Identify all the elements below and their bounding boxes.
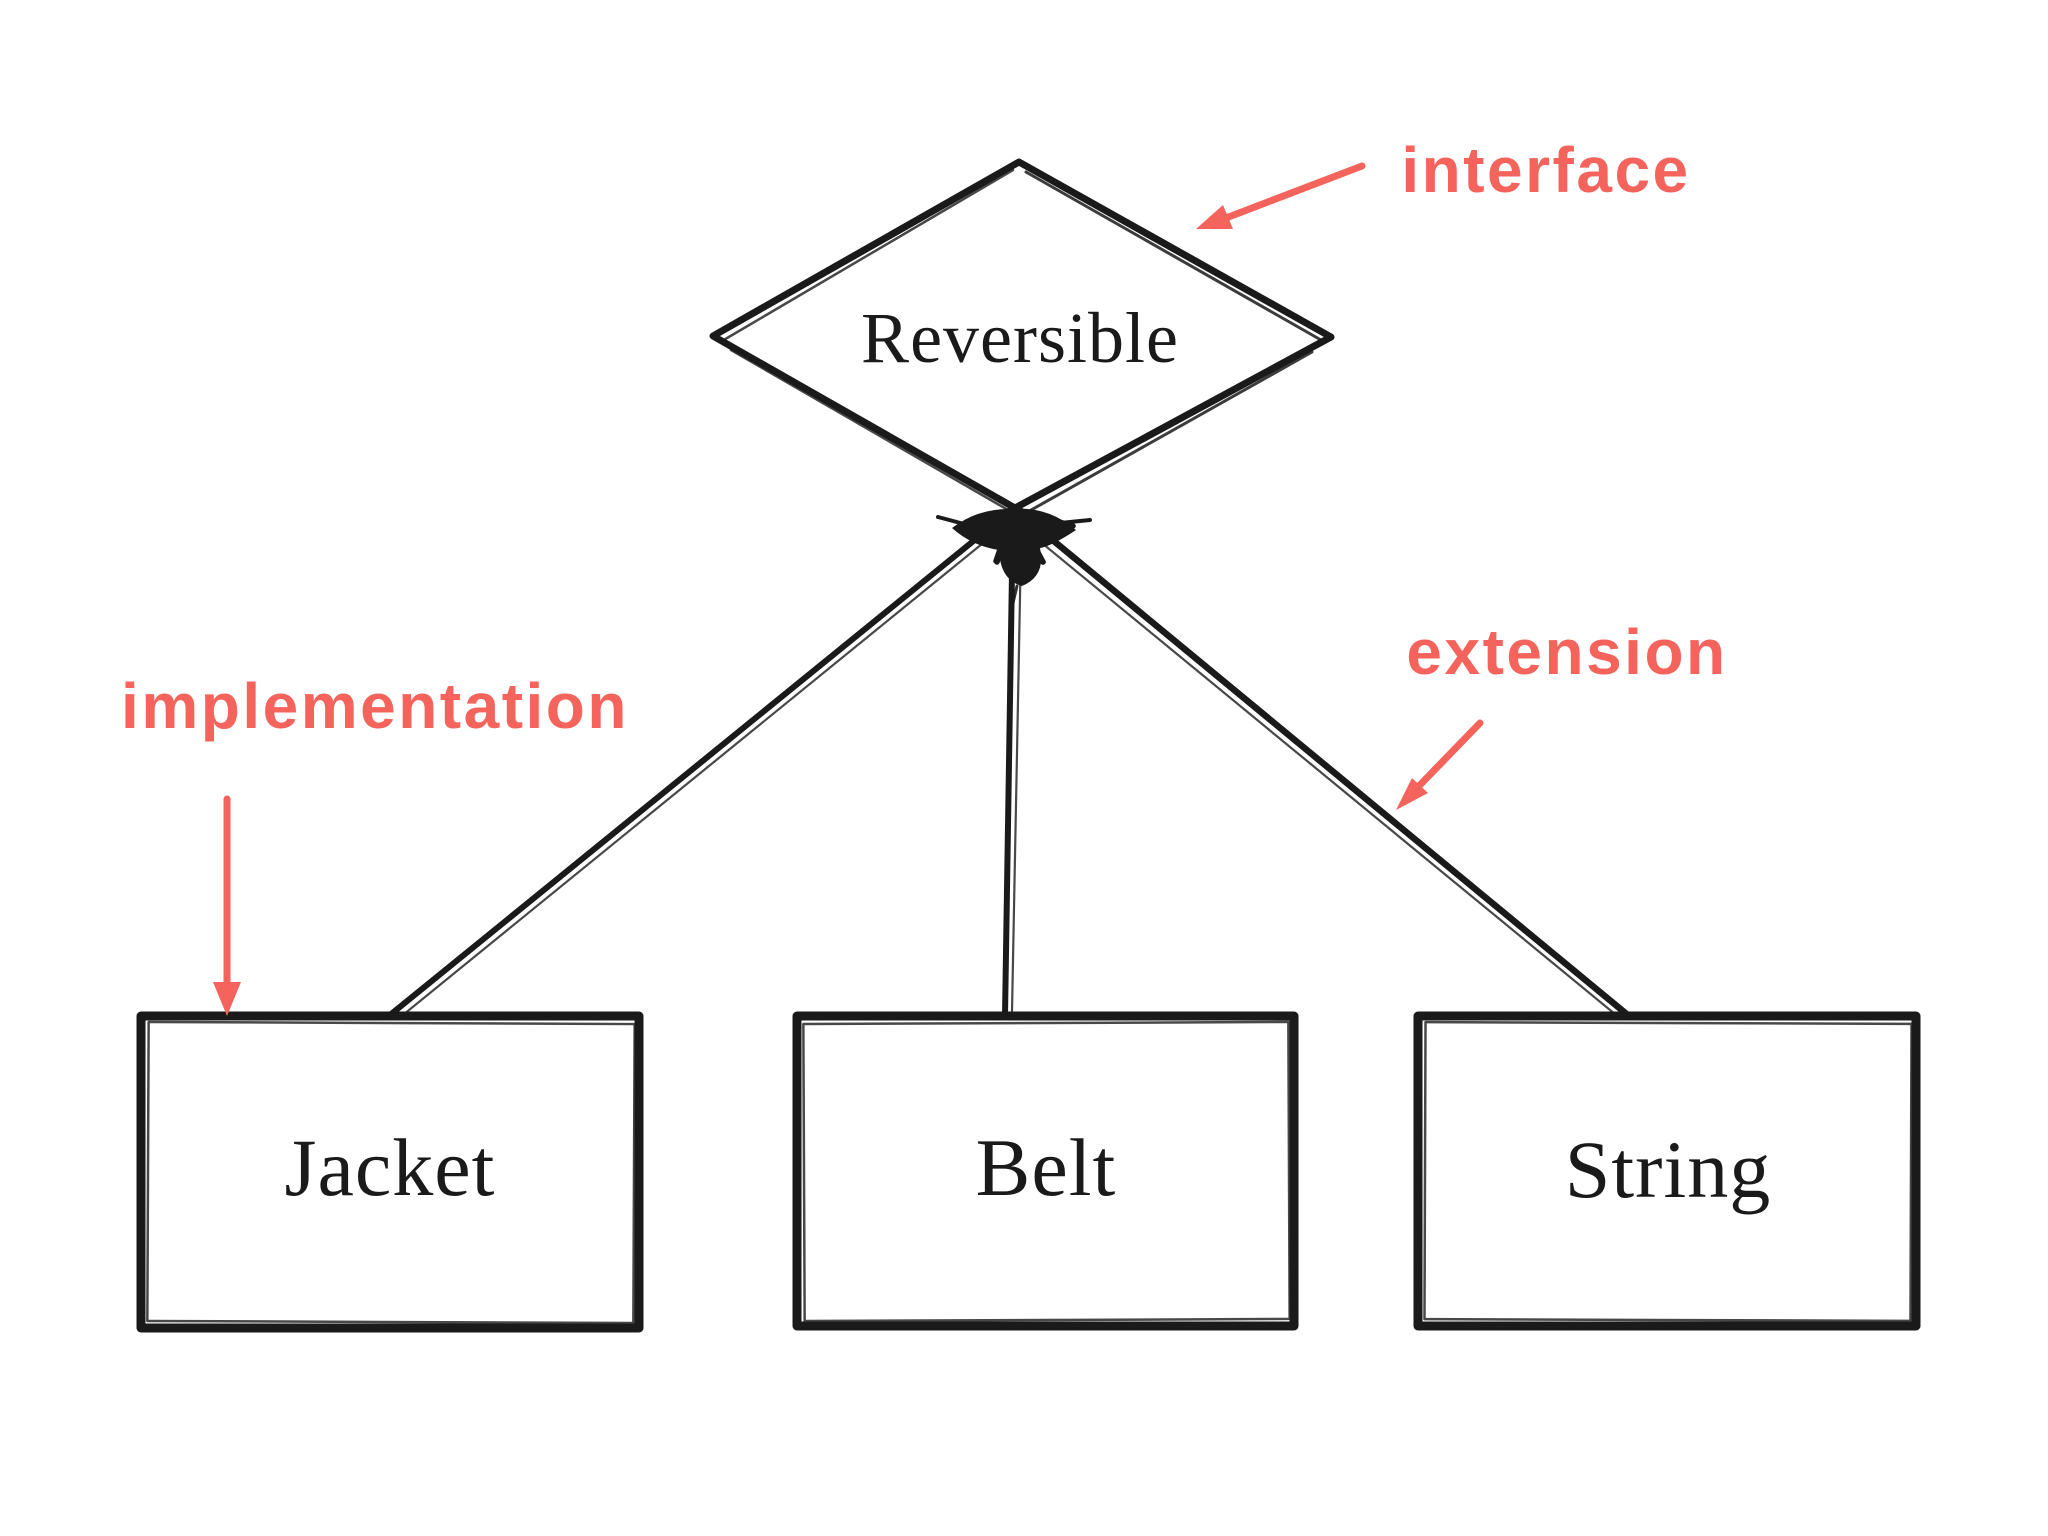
jacket-node-label: Jacket	[284, 1122, 496, 1213]
belt-node-label: Belt	[975, 1122, 1117, 1213]
connector-jacket-sketch	[396, 511, 1022, 1021]
connector-belt	[1002, 506, 1023, 1019]
string-node-label: String	[1564, 1124, 1772, 1215]
connector-jacket	[387, 505, 1022, 1021]
belt-box	[792, 1011, 1299, 1331]
interface-annotation-label: interface	[1401, 134, 1691, 206]
implementation-arrowhead-icon	[213, 982, 241, 1016]
connector-string-line	[1011, 505, 1633, 1020]
arrowhead-scribble-tail	[1011, 584, 1019, 605]
implementation-arrow	[213, 795, 241, 1016]
interface-arrowhead-icon	[1196, 205, 1233, 229]
extension-arrow	[1396, 719, 1484, 810]
belt-box-sketch	[802, 1020, 1291, 1323]
arrowhead-cluster	[936, 506, 1092, 605]
string-box-outline	[1413, 1011, 1921, 1331]
diamond-sketch-stroke	[729, 348, 1010, 512]
interface-arrow-line	[1222, 162, 1366, 222]
connector-belt-line	[1002, 506, 1016, 1019]
interface-node-label: Reversible	[861, 298, 1179, 378]
string-box-sketch	[1423, 1020, 1913, 1323]
interface-arrow	[1196, 162, 1366, 229]
string-box	[1413, 1011, 1921, 1331]
extension-arrow-line	[1414, 719, 1484, 791]
connector-jacket-line	[387, 505, 1017, 1018]
connector-string-sketch	[1007, 514, 1623, 1021]
extension-arrowhead-icon	[1396, 778, 1428, 810]
arrowhead-whisker-left	[936, 515, 970, 527]
arrowhead-whisker-right	[1058, 518, 1092, 525]
diamond-sketch-stroke	[720, 168, 1015, 343]
jacket-box-sketch	[146, 1020, 636, 1325]
belt-box-outline	[792, 1011, 1299, 1331]
connector-belt-sketch	[1010, 543, 1023, 1014]
connector-string	[1007, 505, 1633, 1021]
diamond-sketch-stroke	[1022, 350, 1314, 516]
implementation-annotation-label: implementation	[121, 670, 629, 742]
diamond-sketch-stroke	[1024, 170, 1323, 342]
extension-annotation-label: extension	[1406, 616, 1728, 688]
arrowhead-scribble	[952, 508, 1076, 586]
